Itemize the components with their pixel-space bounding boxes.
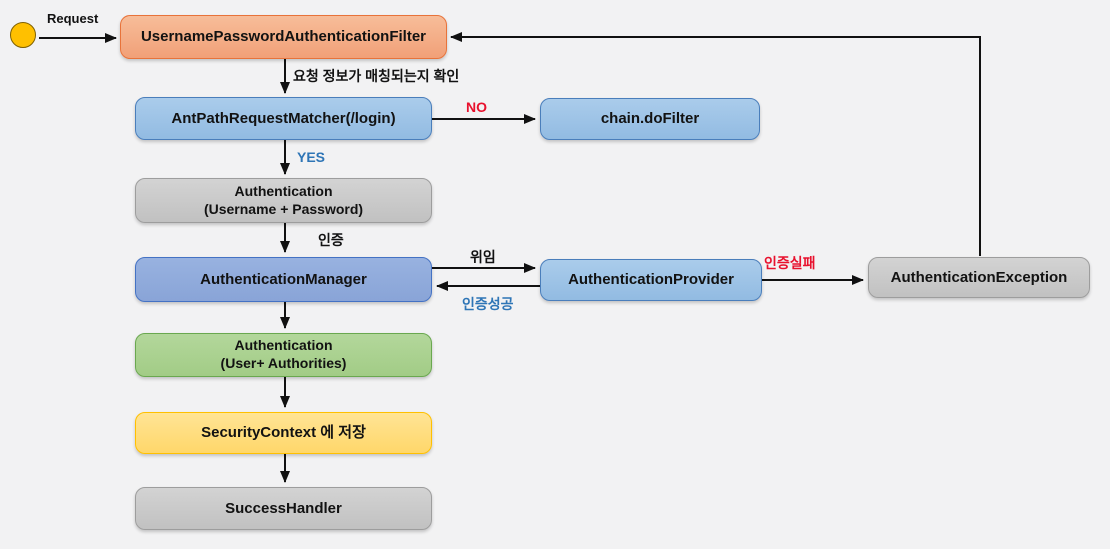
- edge-label-yes: YES: [297, 149, 326, 165]
- edge-label-authenticate: 인증: [318, 232, 344, 248]
- node-label: UsernamePasswordAuthenticationFilter: [140, 28, 427, 46]
- request-label: Request: [47, 11, 99, 26]
- edge-label-auth-fail: 인증실패: [764, 255, 816, 271]
- node-security-context-store: SecurityContext 에 저장: [135, 412, 432, 454]
- node-username-password-authentication-filter: UsernamePasswordAuthenticationFilter: [120, 15, 447, 59]
- node-authentication-provider: AuthenticationProvider: [540, 259, 762, 301]
- node-label: AuthenticationException: [890, 268, 1068, 286]
- node-authentication-manager: AuthenticationManager: [135, 257, 432, 302]
- edge-label-no: NO: [466, 99, 487, 115]
- node-label: AuthenticationManager: [200, 270, 367, 288]
- node-label-line2: (User+ Authorities): [220, 355, 347, 371]
- node-label: SecurityContext 에 저장: [201, 424, 366, 442]
- node-label-line1: Authentication: [234, 337, 333, 354]
- node-authentication-user-authorities: Authentication (User+ Authorities): [135, 333, 432, 377]
- arrow-exception-back-to-filter: [450, 32, 981, 256]
- edge-label-auth-success: 인증성공: [462, 296, 514, 312]
- edge-label-match-check: 요청 정보가 매칭되는지 확인: [293, 68, 460, 84]
- node-authentication-username-password: Authentication (Username + Password): [135, 178, 432, 223]
- node-ant-path-request-matcher: AntPathRequestMatcher(/login): [135, 97, 432, 140]
- node-authentication-exception: AuthenticationException: [868, 257, 1090, 298]
- start-node-circle: [10, 22, 36, 48]
- edge-label-delegate: 위임: [470, 249, 496, 265]
- node-label: AntPathRequestMatcher(/login): [171, 109, 396, 127]
- node-chain-do-filter: chain.doFilter: [540, 98, 760, 140]
- node-label-line1: Authentication: [234, 182, 333, 199]
- node-label: AuthenticationProvider: [568, 271, 734, 289]
- node-label: SuccessHandler: [225, 499, 342, 517]
- node-label-line2: (Username + Password): [203, 200, 364, 217]
- node-success-handler: SuccessHandler: [135, 487, 432, 530]
- node-label: chain.doFilter: [600, 110, 700, 128]
